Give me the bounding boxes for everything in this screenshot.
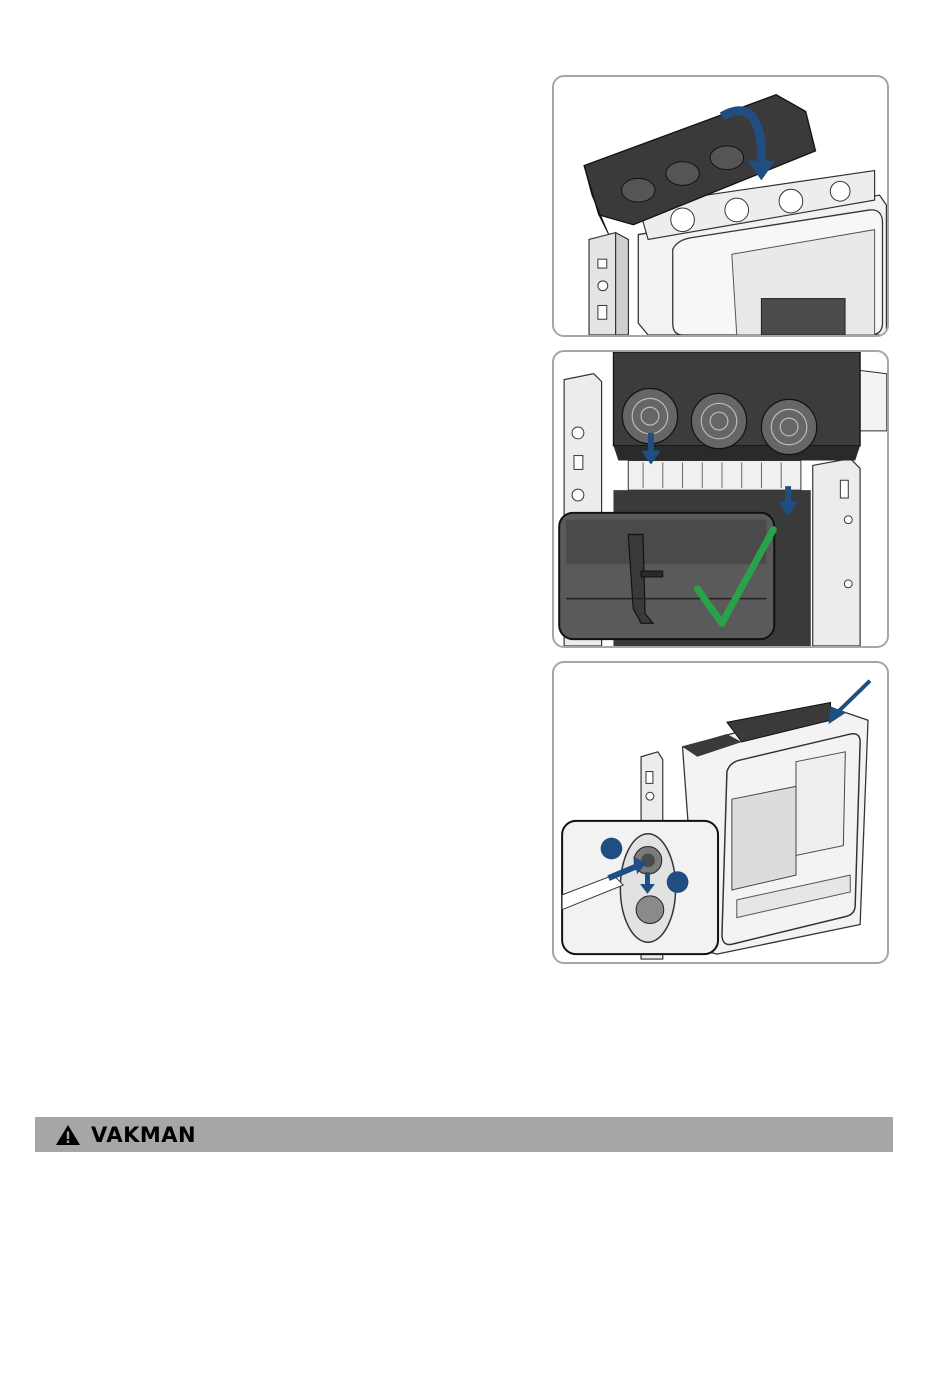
- fan-cover-install-illustration: [554, 77, 887, 335]
- figure-fan-cover-install: [552, 75, 889, 337]
- warning-triangle-icon: [55, 1124, 81, 1146]
- grounding-screw-illustration: [554, 663, 887, 962]
- figure-grounding-screw: [552, 661, 889, 964]
- marker-2: [667, 871, 689, 893]
- figure-fan-cover-seated: [552, 350, 889, 648]
- warning-label: VAKMAN: [91, 1123, 196, 1147]
- marker-1: [601, 838, 623, 860]
- warning-header: VAKMAN: [35, 1117, 893, 1152]
- fan-cover-seated-illustration: [554, 352, 887, 646]
